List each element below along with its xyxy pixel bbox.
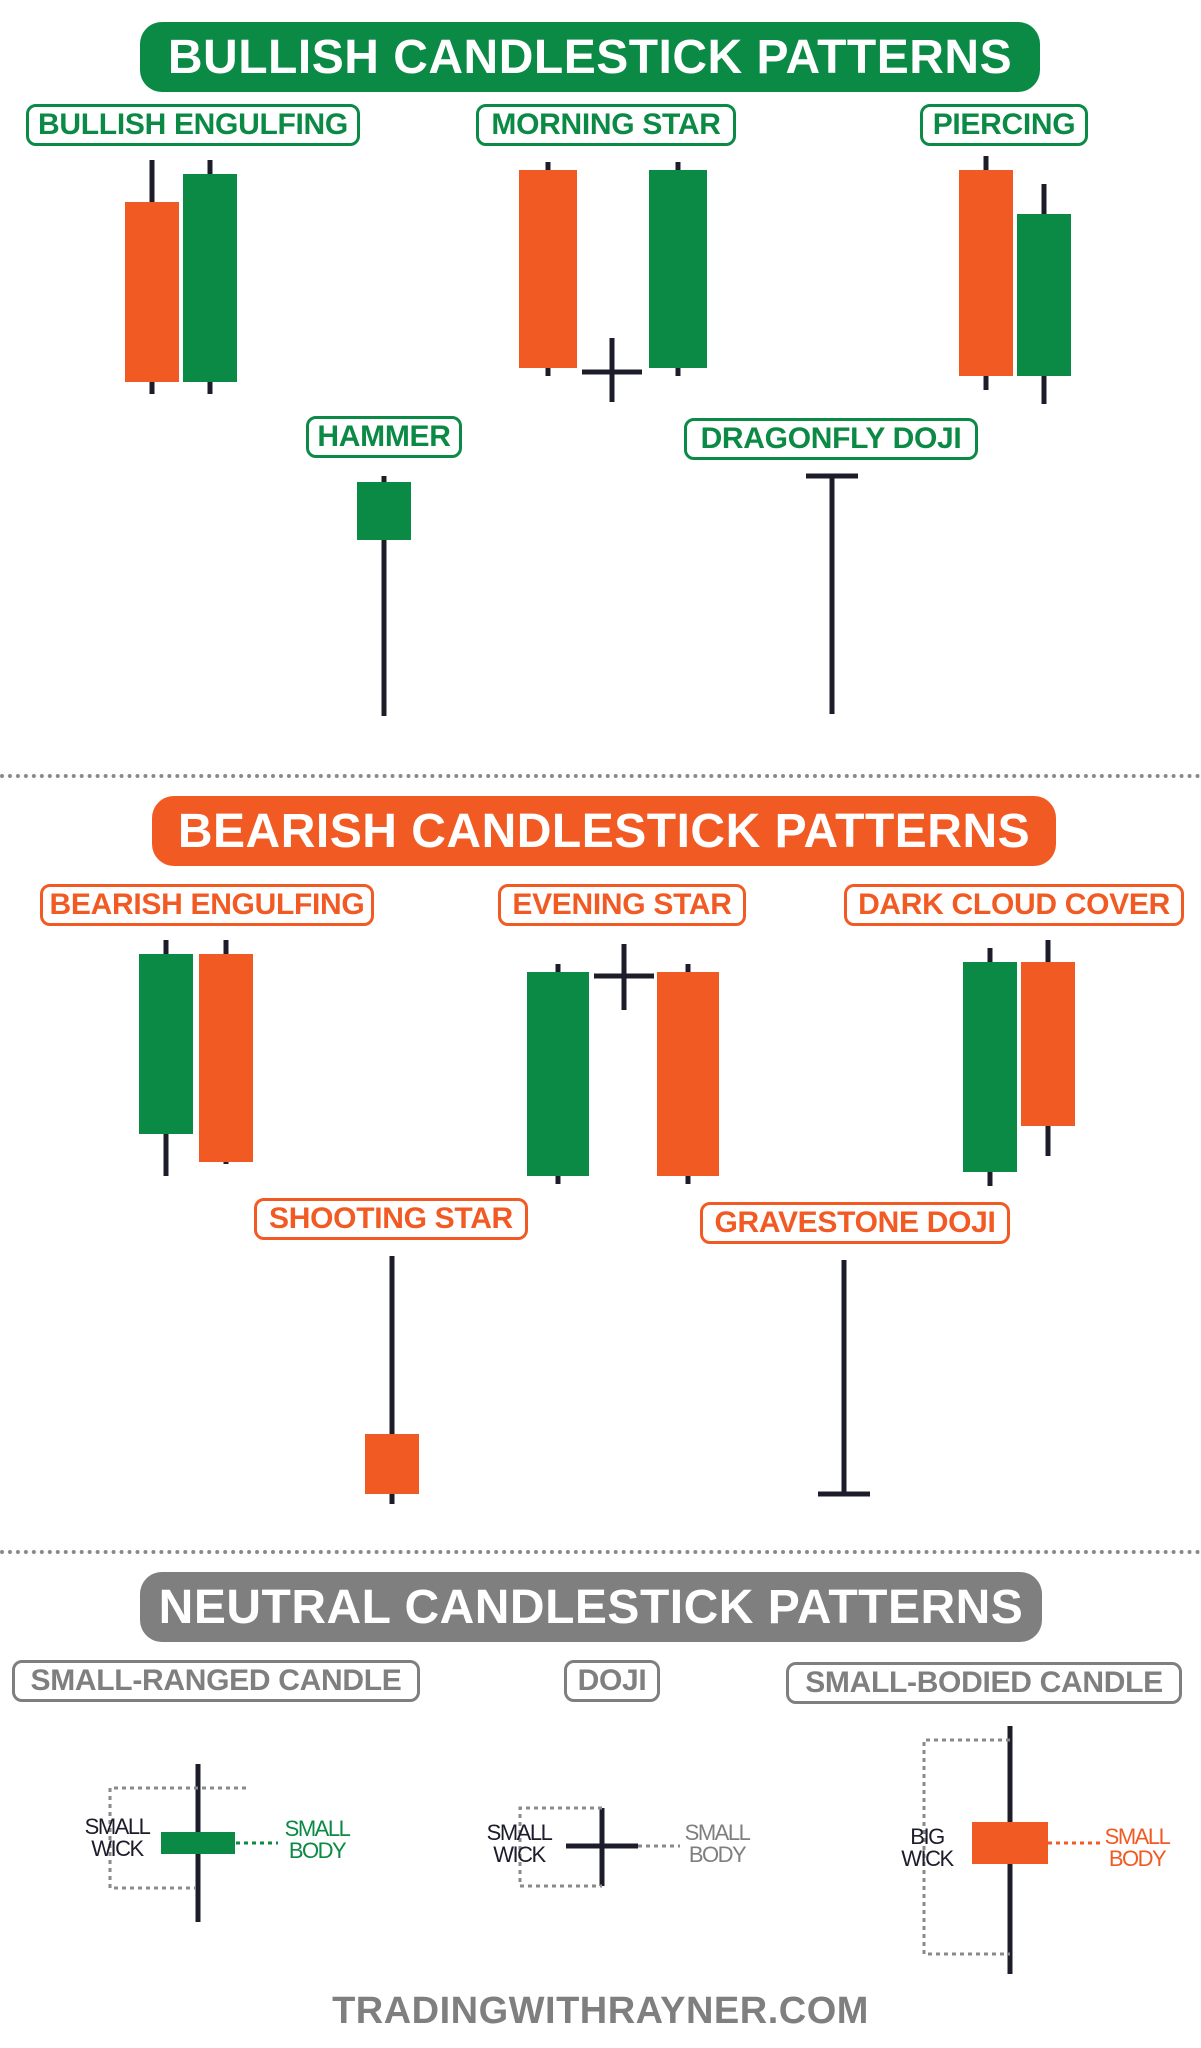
annotation-big-wick: BIG WICK: [901, 1824, 954, 1871]
annotation-small-wick-2: SMALL WICK: [486, 1820, 553, 1867]
morning-star-candle-1-body: [519, 170, 577, 368]
section-divider-1: [0, 774, 1201, 778]
label-bearish-engulfing: BEARISH ENGULFING: [40, 884, 374, 926]
annotation-small-body-1: SMALL BODY: [284, 1816, 351, 1863]
small-bodied-wick-bracket: [922, 1738, 1010, 1956]
label-dark-cloud-cover: DARK CLOUD COVER: [844, 884, 1184, 926]
dark-cloud-cover-candle-2-body: [1021, 962, 1075, 1126]
label-evening-star: EVENING STAR: [498, 884, 746, 926]
piercing-candle-2-body: [1017, 214, 1071, 376]
annotation-small-body-2: SMALL BODY: [684, 1820, 751, 1867]
annotation-small-wick-1: SMALL WICK: [84, 1814, 151, 1861]
morning-star-candle-3-body: [649, 170, 707, 368]
footer-website: TRADINGWITHRAYNER.COM: [332, 1990, 869, 2032]
section-divider-2: [0, 1550, 1201, 1554]
small-bodied-candle-body: [972, 1822, 1048, 1864]
small-ranged-candle-body: [161, 1832, 235, 1854]
label-small-bodied-candle: SMALL-BODIED CANDLE: [786, 1662, 1182, 1704]
evening-star-candle-1-body: [527, 972, 589, 1176]
annotation-small-body-3: SMALL BODY: [1104, 1824, 1171, 1871]
evening-star-candle-3-body: [657, 972, 719, 1176]
bullish-engulfing-candle-1-body: [125, 202, 179, 382]
label-bullish-engulfing: BULLISH ENGULFING: [26, 104, 360, 146]
doji-wick-bracket: [518, 1806, 602, 1888]
label-gravestone-doji: GRAVESTONE DOJI: [700, 1202, 1010, 1244]
piercing-candle-1-body: [959, 170, 1013, 376]
bearish-engulfing-candle-2-body: [199, 954, 253, 1162]
neutral-section-title: NEUTRAL CANDLESTICK PATTERNS: [140, 1572, 1042, 1642]
bearish-engulfing-candle-1-body: [139, 954, 193, 1134]
bullish-section-title: BULLISH CANDLESTICK PATTERNS: [140, 22, 1040, 92]
dark-cloud-cover-candle-1-body: [963, 962, 1017, 1172]
label-dragonfly-doji: DRAGONFLY DOJI: [684, 418, 978, 460]
bullish-engulfing-candle-2-body: [183, 174, 237, 382]
label-piercing: PIERCING: [920, 104, 1088, 146]
label-shooting-star: SHOOTING STAR: [254, 1198, 528, 1240]
label-doji: DOJI: [564, 1660, 660, 1702]
label-morning-star: MORNING STAR: [476, 104, 736, 146]
label-small-ranged-candle: SMALL-RANGED CANDLE: [12, 1660, 420, 1702]
bearish-section-title: BEARISH CANDLESTICK PATTERNS: [152, 796, 1056, 866]
small-ranged-wick-bracket: [108, 1786, 246, 1890]
label-hammer: HAMMER: [306, 416, 462, 458]
shooting-star-candle-body: [365, 1434, 419, 1494]
hammer-candle-body: [357, 482, 411, 540]
